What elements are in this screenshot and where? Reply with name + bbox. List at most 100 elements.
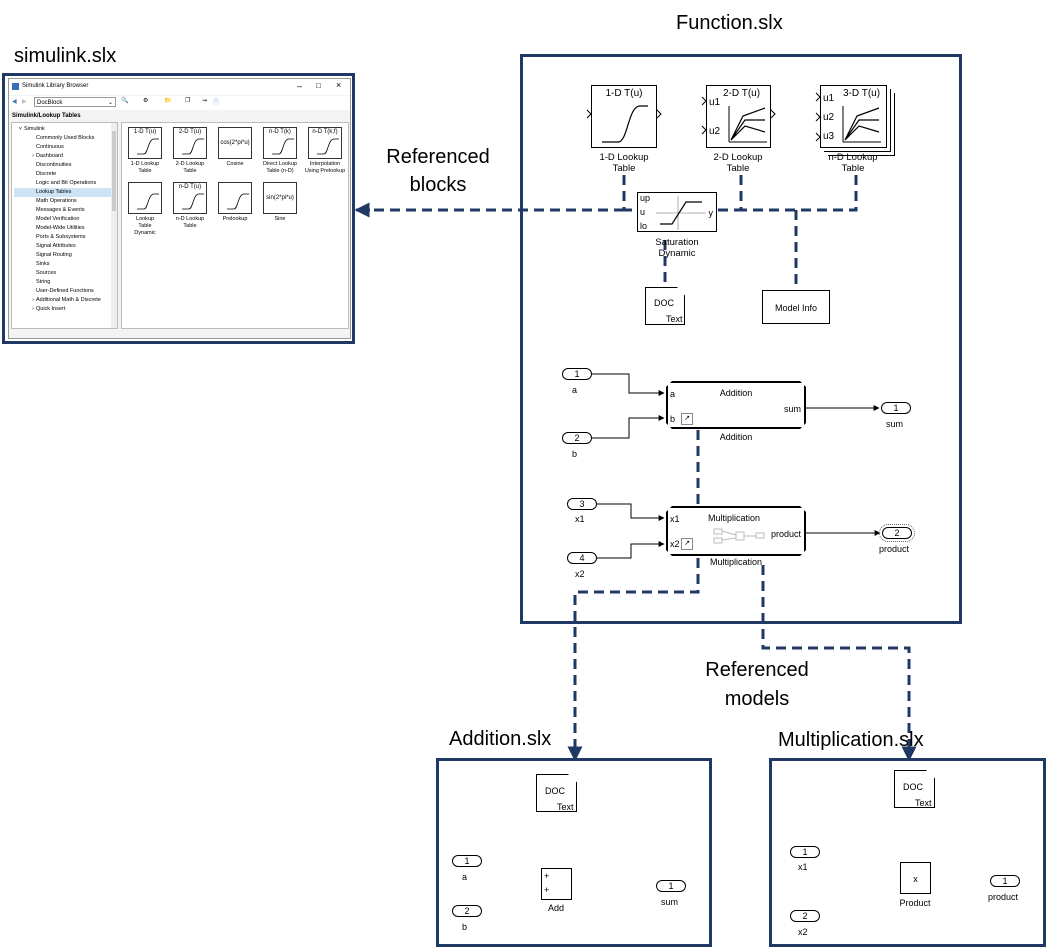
help-icon[interactable]: ⓘ	[213, 100, 220, 106]
multiplication-inport-2[interactable]: 2	[790, 910, 820, 922]
chevron-down-icon[interactable]: ⌄	[107, 100, 113, 106]
referenced-models-links	[573, 430, 911, 755]
library-options-icon[interactable]: ⚙	[143, 98, 149, 104]
multiplication-ref-caption: Multiplication	[709, 557, 763, 567]
library-block[interactable]	[218, 182, 252, 214]
addition-outport-1[interactable]: 1	[656, 880, 686, 892]
saturation-dynamic-block[interactable]: up u lo y	[637, 192, 717, 232]
library-tree-item[interactable]: String	[14, 278, 112, 287]
library-block-caption-line: Table	[183, 223, 197, 229]
library-tree-item[interactable]: Math Operations	[14, 197, 112, 206]
library-tree-item[interactable]: User-Defined Functions	[14, 287, 112, 296]
addition-model-title: Addition.slx	[449, 728, 552, 750]
search-input[interactable]: DocBlock ⌄	[34, 97, 116, 107]
addition-outport-1-label: sum	[661, 897, 679, 907]
pin-icon[interactable]: ⇝	[202, 98, 208, 104]
library-block-icon-label: 2-D T(u)	[178, 129, 202, 135]
library-block-caption-line: Lookup	[135, 216, 155, 222]
library-tree-item[interactable]: Signal Routing	[14, 251, 112, 260]
maximize-icon[interactable]: □	[316, 81, 321, 90]
new-model-icon[interactable]: ❐	[185, 98, 191, 104]
library-block[interactable]: n-D T(k)	[263, 127, 297, 159]
library-block[interactable]: n-D T(u)	[173, 182, 207, 214]
model-reference-icon: ↗	[681, 413, 693, 425]
library-tree-item-label: Discontinuities	[36, 162, 72, 168]
back-icon[interactable]: ◀	[12, 99, 17, 105]
library-tree-item[interactable]: Sources	[14, 269, 112, 278]
library-tree-item-label: Signal Routing	[36, 252, 72, 258]
addition-doc-block[interactable]: DOC Text	[536, 774, 577, 812]
multiplication-doc-block[interactable]: DOC Text	[894, 770, 935, 808]
add-sign-1: +	[544, 871, 550, 881]
lookup-2d-icon-label: 2-D T(u)	[723, 88, 761, 99]
library-tree-item[interactable]: Continuous	[14, 143, 112, 152]
lookup-1d-curve-icon	[602, 105, 648, 143]
minimize-icon[interactable]: –	[297, 81, 303, 91]
library-block-caption-line: Prelookup	[222, 216, 248, 222]
function-doc-block[interactable]: DOC Text	[645, 287, 685, 325]
library-tree-item[interactable]: Logic and Bit Operations	[14, 179, 112, 188]
inport-2[interactable]: 2	[562, 432, 592, 444]
add-block[interactable]: + +	[541, 868, 572, 900]
library-block[interactable]: n-D T(k,f)	[308, 127, 342, 159]
library-block-graphic-icon	[227, 193, 249, 210]
library-tree-item[interactable]: Sinks	[14, 260, 112, 269]
library-block[interactable]: 2-D T(u)	[173, 127, 207, 159]
inport-4[interactable]: 4	[567, 552, 597, 564]
addition-model-reference[interactable]: Addition a b sum ↗	[666, 381, 806, 429]
library-block-caption: Prelookup	[212, 216, 258, 223]
library-block[interactable]: cos(2*pi*u)	[218, 127, 252, 159]
outport-product-label: product	[879, 544, 910, 554]
search-input-value: DocBlock	[37, 100, 63, 106]
multiplication-inport-1[interactable]: 1	[790, 846, 820, 858]
lookup-2d-caption: 2-D Lookup Table	[696, 152, 780, 174]
folder-icon[interactable]: 📁	[164, 98, 172, 104]
library-tree-item[interactable]: Discontinuities	[14, 161, 112, 170]
library-block-caption: Cosine	[212, 161, 258, 168]
product-block[interactable]: x	[900, 862, 931, 894]
library-browser-window: Simulink Library Browser – □ × ◀ ▶ DocBl…	[8, 78, 351, 339]
outport-product[interactable]: 2	[879, 524, 915, 542]
library-tree-item[interactable]: ›Dashboard	[14, 152, 112, 161]
addition-inport-1[interactable]: 1	[452, 855, 482, 867]
library-tree-item[interactable]: Ports & Subsystems	[14, 233, 112, 242]
library-tree-item[interactable]: ›Additional Math & Discrete	[14, 296, 112, 305]
outport-sum[interactable]: 1	[881, 402, 911, 414]
multiplication-preview-icon	[712, 527, 767, 545]
library-tree-item[interactable]: ›Quick Insert	[14, 305, 112, 314]
referenced-models-line1: Referenced	[705, 659, 809, 681]
inport-3[interactable]: 3	[567, 498, 597, 510]
library-tree-item[interactable]: Lookup Tables	[14, 188, 112, 197]
library-tree-item[interactable]: Messages & Events	[14, 206, 112, 215]
library-tree-item[interactable]: ˅Simulink	[14, 125, 112, 134]
inport-1[interactable]: 1	[562, 368, 592, 380]
chevron-right-icon: ›	[32, 306, 34, 312]
library-tree-item[interactable]: Model-Wide Utilities	[14, 224, 112, 233]
tree-scrollbar-thumb[interactable]	[112, 131, 116, 211]
library-tree-item[interactable]: Model Verification	[14, 215, 112, 224]
library-block[interactable]	[128, 182, 162, 214]
library-block-icon-label: n-D T(k,f)	[312, 129, 338, 135]
close-icon[interactable]: ×	[336, 80, 342, 90]
library-block-caption-line: Interpolation	[309, 161, 341, 167]
multiplication-model-reference[interactable]: Multiplication x1 x2 product ↗	[666, 506, 806, 556]
model-info-block[interactable]: Model Info	[762, 290, 830, 324]
multiplication-outport-1[interactable]: 1	[990, 875, 1020, 887]
library-tree-item-label: Sources	[36, 270, 57, 276]
tree-scrollbar[interactable]	[111, 123, 117, 328]
library-block-icon-label: n-D T(u)	[178, 184, 202, 190]
search-icon[interactable]: 🔍	[121, 98, 129, 104]
lookup-2d-block[interactable]: 2-D T(u) u1 u2	[706, 85, 771, 148]
library-tree-item[interactable]: Signal Attributes	[14, 242, 112, 251]
outport-sum-label: sum	[886, 419, 904, 429]
library-block[interactable]: sin(2*pi*u)	[263, 182, 297, 214]
library-block[interactable]: 1-D T(u)	[128, 127, 162, 159]
library-tree-item[interactable]: Discrete	[14, 170, 112, 179]
lookup-nd-block[interactable]: 3-D T(u) u1 u2 u3	[820, 85, 887, 148]
forward-icon[interactable]: ▶	[22, 99, 27, 105]
simulink-logo-icon	[12, 83, 19, 90]
lookup-1d-block[interactable]: 1-D T(u)	[591, 85, 657, 148]
addition-inport-2[interactable]: 2	[452, 905, 482, 917]
library-tree-item[interactable]: Commonly Used Blocks	[14, 134, 112, 143]
